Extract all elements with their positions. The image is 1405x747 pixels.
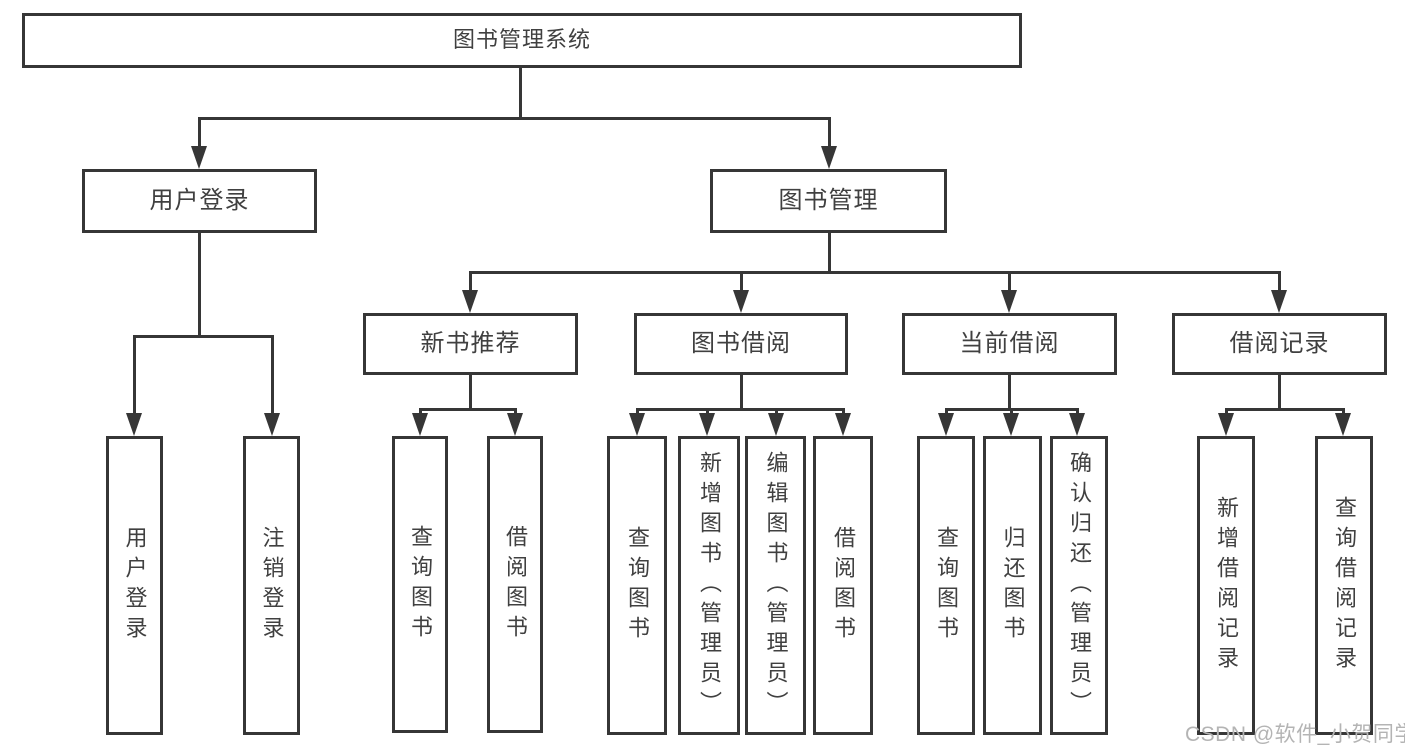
arrow-down-icon (938, 413, 954, 436)
arrow-down-icon (1335, 413, 1351, 436)
connector-line (828, 233, 831, 274)
connector-line (519, 68, 522, 119)
node-book-borrowing: 图书借阅 (634, 313, 848, 375)
connector-line (271, 335, 274, 415)
node-user-login: 用户登录 (82, 169, 317, 233)
connector-line (828, 117, 831, 149)
connector-line (198, 117, 831, 120)
arrow-down-icon (462, 290, 478, 313)
leaf-logout: 注销登录 (243, 436, 300, 735)
arrow-down-icon (507, 413, 523, 436)
arrow-down-icon (768, 413, 784, 436)
connector-line (740, 375, 743, 411)
connector-line (1008, 375, 1011, 411)
connector-line (198, 117, 201, 149)
connector-line (636, 408, 844, 411)
leaf-borrowing-borrow-books: 借阅图书 (813, 436, 873, 735)
arrow-down-icon (412, 413, 428, 436)
connector-line (133, 335, 274, 338)
arrow-down-icon (1271, 290, 1287, 313)
arrow-down-icon (629, 413, 645, 436)
arrow-down-icon (821, 146, 837, 169)
arrow-down-icon (1001, 290, 1017, 313)
connector-line (1278, 375, 1281, 411)
arrow-down-icon (264, 413, 280, 436)
node-book-management: 图书管理 (710, 169, 947, 233)
leaf-current-query-books: 查询图书 (917, 436, 975, 735)
connector-line (1278, 271, 1281, 293)
leaf-records-query-borrow-record: 查询借阅记录 (1315, 436, 1373, 735)
node-borrowing-records: 借阅记录 (1172, 313, 1387, 375)
connector-line (1225, 408, 1345, 411)
connector-line (1008, 271, 1011, 293)
leaf-current-confirm-return-admin: 确认归还（管理员） (1050, 436, 1108, 735)
connector-line (133, 335, 136, 415)
connector-line (419, 408, 517, 411)
node-library-management-system: 图书管理系统 (22, 13, 1022, 68)
arrow-down-icon (1218, 413, 1234, 436)
node-new-book-recommend: 新书推荐 (363, 313, 578, 375)
leaf-borrowing-add-books-admin: 新增图书（管理员） (678, 436, 740, 735)
leaf-records-add-borrow-record: 新增借阅记录 (1197, 436, 1255, 735)
arrow-down-icon (1069, 413, 1085, 436)
leaf-user-login: 用户登录 (106, 436, 163, 735)
leaf-current-return-books: 归还图书 (983, 436, 1042, 735)
arrow-down-icon (835, 413, 851, 436)
leaf-recommend-query-books: 查询图书 (392, 436, 448, 733)
connector-line (469, 375, 472, 411)
leaf-borrowing-edit-books-admin: 编辑图书（管理员） (745, 436, 806, 735)
arrow-down-icon (191, 146, 207, 169)
leaf-borrowing-query-books: 查询图书 (607, 436, 667, 735)
arrow-down-icon (733, 290, 749, 313)
arrow-down-icon (1003, 413, 1019, 436)
connector-line (198, 233, 201, 338)
arrow-down-icon (126, 413, 142, 436)
csdn-watermark: CSDN @软件_小贺同学 (1185, 723, 1405, 746)
connector-line (740, 271, 743, 293)
node-current-borrowing: 当前借阅 (902, 313, 1117, 375)
connector-line (469, 271, 472, 293)
connector-line (469, 271, 1281, 274)
arrow-down-icon (699, 413, 715, 436)
leaf-recommend-borrow-books: 借阅图书 (487, 436, 543, 733)
